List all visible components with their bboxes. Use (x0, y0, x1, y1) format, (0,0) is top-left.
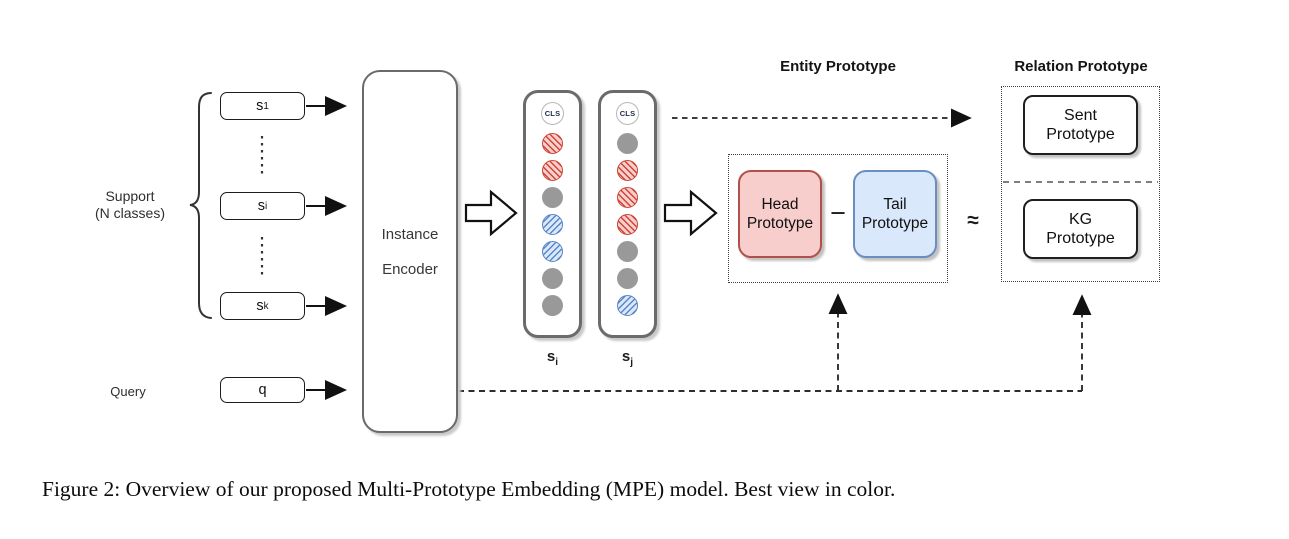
blue-token-circle (542, 214, 563, 235)
support-label: Support (N classes) (94, 188, 165, 221)
tail-prototype-box: Tail Prototype (853, 170, 937, 258)
gray-token-circle (542, 187, 563, 208)
red-token-circle (617, 214, 638, 235)
red-token-circle (617, 187, 638, 208)
gray-token-circle (617, 241, 638, 262)
gray-token-circle (617, 133, 638, 154)
entity-prototype-title: Entity Prototype (780, 58, 896, 75)
embedding-label-si: si (546, 348, 559, 368)
relation-prototype-title: Relation Prototype (1014, 58, 1148, 75)
gray-token-circle (617, 268, 638, 289)
embedding-column-si: CLS (523, 90, 582, 338)
red-token-circle (542, 160, 563, 181)
embedding-label-sj: sj (621, 348, 634, 368)
approx-operator: ≈ (967, 209, 979, 232)
blue-token-circle (617, 295, 638, 316)
block-arrow-encoder-to-embeddings (464, 189, 518, 237)
relation-prototype-dotted-box (1001, 86, 1160, 282)
support-brace (189, 92, 212, 319)
figure-caption: Figure 2: Overview of our proposed Multi… (42, 477, 896, 501)
gray-token-circle (542, 295, 563, 316)
embedding-column-sj: CLS (598, 90, 657, 338)
query-label: Query (110, 384, 146, 399)
minus-operator: − (830, 198, 846, 228)
red-token-circle (617, 160, 638, 181)
cls-token-circle: CLS (541, 102, 564, 125)
block-arrow-embeddings-to-entity (663, 189, 718, 237)
blue-token-circle (542, 241, 563, 262)
head-prototype-box: Head Prototype (738, 170, 822, 258)
kg-prototype-box: KG Prototype (1023, 199, 1138, 259)
query-box-q: q (220, 377, 305, 403)
cls-token-circle: CLS (616, 102, 639, 125)
entity-prototype-dotted-box (728, 154, 948, 283)
sent-prototype-box: Sent Prototype (1023, 95, 1138, 155)
instance-encoder-box: Instance Encoder (362, 70, 458, 433)
gray-token-circle (542, 268, 563, 289)
red-token-circle (542, 133, 563, 154)
